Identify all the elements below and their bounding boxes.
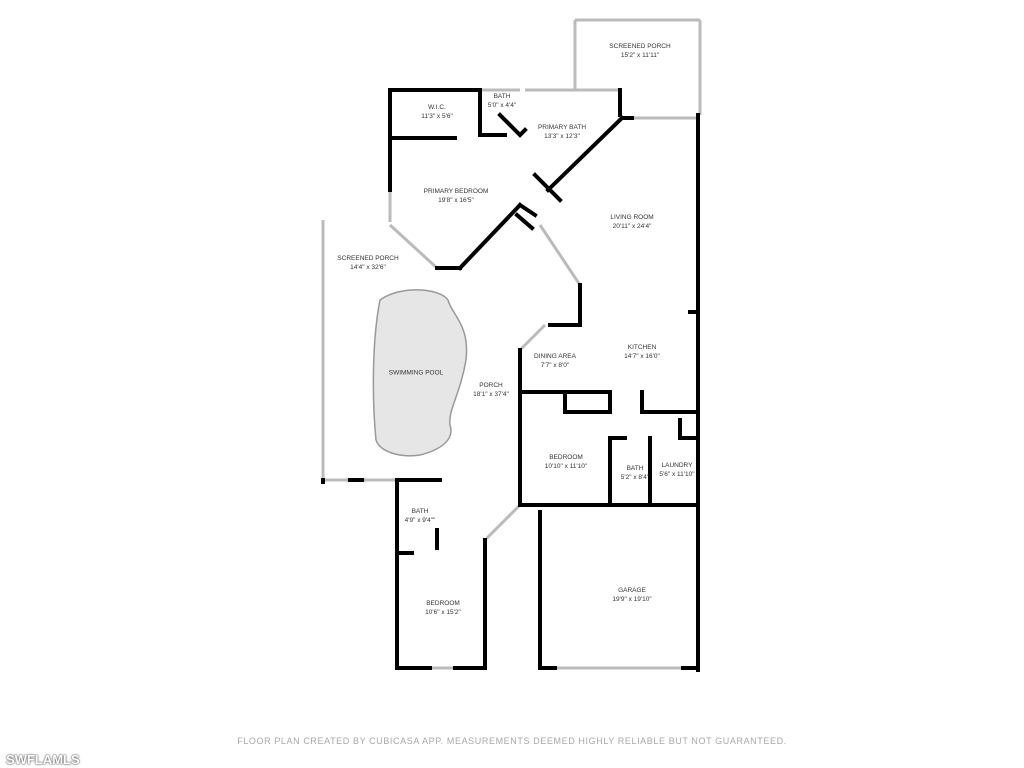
room-primary-bath: Primary Bath 13'3" x 12'3" [538, 123, 586, 141]
room-size: 14'4" x 32'6" [350, 264, 386, 271]
room-bath-lower: Bath 4'9" x 9'4"" [405, 507, 436, 525]
room-bath-primary-small: Bath 5'0" x 4'4" [488, 92, 516, 110]
room-name: Living Room [610, 214, 654, 221]
room-size: 5'2" x 8'4" [620, 474, 650, 481]
room-name: Bath [626, 465, 644, 472]
room-name: Bath [493, 93, 511, 100]
room-screened-porch-rear: Screened Porch 15'2" x 11'11" [609, 42, 670, 60]
watermark: SWFLAMLS [6, 752, 80, 767]
room-name: Bedroom [426, 600, 460, 607]
disclaimer-footer: FLOOR PLAN CREATED BY CUBICASA APP. MEAS… [237, 736, 787, 746]
room-name: Porch [479, 382, 503, 389]
room-size: 10'6" x 15'2" [425, 609, 461, 616]
walls [321, 88, 700, 672]
room-name: Bedroom [549, 454, 583, 461]
room-name: Swimming Pool [388, 369, 444, 377]
room-name: W.I.C. [428, 104, 446, 111]
room-size: 19'9" x 19'10" [612, 596, 652, 603]
room-size: 10'10" x 11'10" [544, 463, 588, 470]
room-garage: Garage 19'9" x 19'10" [612, 586, 651, 604]
room-size: 7'7" x 8'0" [540, 362, 570, 369]
room-name: Dining Area [534, 353, 576, 360]
room-name: Bath [411, 508, 429, 515]
room-primary-bedroom: Primary Bedroom 19'8" x 16'5" [424, 187, 489, 205]
room-size: 15'2" x 11'11" [620, 52, 660, 59]
room-size: 5'6" x 11'10" [659, 471, 695, 478]
room-name: Garage [618, 587, 646, 594]
room-wic: W.I.C. 11'3" x 5'6" [421, 103, 453, 121]
room-name: Laundry [661, 462, 693, 469]
room-name: Primary Bath [537, 124, 587, 131]
room-name: Kitchen [627, 344, 657, 351]
room-bedroom-lower: Bedroom 10'6" x 15'2" [425, 599, 461, 617]
room-name: Screened Porch [609, 43, 671, 50]
room-size: 4'9" x 9'4"" [404, 517, 436, 524]
room-kitchen: Kitchen 14'7" x 16'0" [624, 343, 660, 361]
room-size: 13'3" x 12'3" [544, 133, 580, 140]
room-size: 11'3" x 5'6" [421, 113, 453, 120]
room-size: 14'7" x 16'0" [624, 353, 660, 360]
room-size: 18'1" x 37'4" [473, 391, 509, 398]
room-bedroom: Bedroom 10'10" x 11'10" [545, 453, 587, 471]
room-bath: Bath 5'2" x 8'4" [621, 464, 649, 482]
room-dining-area: Dining Area 7'7" x 8'0" [534, 352, 576, 370]
room-name: Screened Porch [337, 255, 399, 262]
room-living-room: Living Room 20'11" x 24'4" [610, 213, 653, 231]
swimming-pool-shape [372, 289, 468, 457]
room-size: 20'11" x 24'4" [612, 223, 652, 230]
room-size: 5'0" x 4'4" [487, 102, 517, 109]
room-screened-porch-side: Screened Porch 14'4" x 32'6" [337, 254, 398, 272]
room-name: Primary Bedroom [423, 188, 489, 195]
room-swimming-pool: Swimming Pool [389, 369, 444, 378]
room-porch: Porch 18'1" x 37'4" [473, 381, 509, 399]
room-size: 19'8" x 16'5" [438, 197, 474, 204]
room-laundry: Laundry 5'6" x 11'10" [659, 461, 694, 479]
